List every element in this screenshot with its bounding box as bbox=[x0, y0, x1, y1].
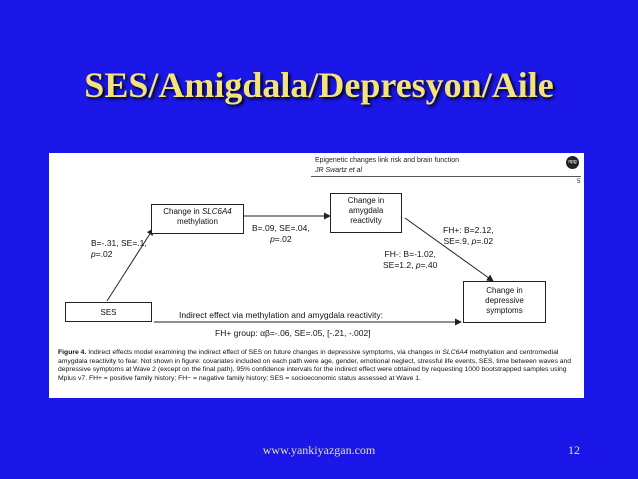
ses-meth-pval: =.02 bbox=[95, 249, 113, 259]
meth-amyg-pval: =.02 bbox=[274, 234, 292, 244]
label-ses-methylation: B=-.31, SE=.1, p=.02 bbox=[91, 238, 147, 260]
fhplus-pval: =.02 bbox=[476, 236, 494, 246]
figure-caption: Figure 4. Indirect effects model examini… bbox=[58, 349, 576, 383]
label-fh-negative: FH-: B=-1.02, SE=1.2, p=.40 bbox=[383, 249, 437, 271]
fhminus-coef: FH-: B=-1.02, bbox=[384, 249, 436, 259]
path-arrows bbox=[106, 212, 494, 326]
ses-meth-coef: B=-.31, SE=.1, bbox=[91, 238, 147, 248]
depressive-label-3: symptoms bbox=[486, 306, 523, 315]
amygdala-label-2: amygdala bbox=[348, 206, 384, 215]
journal-page-mark: 5 bbox=[577, 179, 581, 185]
caption-label: Figure 4. bbox=[58, 349, 87, 356]
amygdala-label-1: Change in bbox=[347, 196, 385, 205]
footer-website: www.yankiyazgan.com bbox=[262, 443, 376, 457]
meth-amyg-coef: B=.09, SE=.04, bbox=[252, 223, 310, 233]
methylation-label-1: Change in bbox=[163, 207, 202, 216]
arrow-amygdala-to-depressive bbox=[404, 217, 494, 282]
box-methylation: Change in SLC6A4 methylation bbox=[151, 204, 244, 234]
ses-meth-p: p bbox=[91, 249, 96, 259]
amygdala-label-3: reactivity bbox=[350, 216, 382, 225]
caption-text-2: methylation and centromedial amygdala re… bbox=[58, 349, 572, 382]
depressive-label-1: Change in bbox=[486, 286, 523, 295]
slide-title: SES/Amigdala/Depresyon/Aile bbox=[84, 65, 554, 105]
slide-number: 12 bbox=[568, 443, 580, 457]
box-amygdala: Change in amygdala reactivity bbox=[330, 193, 402, 233]
fhminus-se: SE=1.2, bbox=[383, 260, 416, 270]
label-methylation-amygdala: B=.09, SE=.04, p=.02 bbox=[252, 223, 310, 245]
caption-text-1: Indirect effects model examining the ind… bbox=[88, 349, 443, 356]
fhplus-se: SE=.9, bbox=[443, 236, 472, 246]
box-ses: SES bbox=[65, 302, 152, 322]
depressive-label-2: depressive bbox=[485, 296, 524, 305]
meth-amyg-p: p bbox=[270, 234, 275, 244]
fhplus-p: p bbox=[471, 236, 477, 246]
indirect-effect-title: Indirect effect via methylation and amyg… bbox=[179, 310, 383, 320]
fhminus-pval: =.40 bbox=[420, 260, 438, 270]
figure-panel: Epigenetic changes link risk and brain f… bbox=[49, 153, 584, 398]
header-divider bbox=[311, 176, 581, 177]
label-fh-positive: FH+: B=2.12, SE=.9, p=.02 bbox=[443, 225, 494, 247]
journal-header: Epigenetic changes link risk and brain f… bbox=[315, 157, 459, 164]
methylation-label-2: methylation bbox=[177, 217, 218, 226]
arrow-ses-to-methylation bbox=[106, 228, 154, 302]
fhminus-p: p bbox=[415, 260, 421, 270]
journal-authors: JR Swartz et al bbox=[315, 167, 363, 174]
ses-label: SES bbox=[100, 308, 117, 317]
fhplus-coef: FH+: B=2.12, bbox=[443, 225, 494, 235]
indirect-effect-value: FH+ group: αβ=-.06, SE=.05, [-.21, -.002… bbox=[215, 328, 371, 338]
npg-logo: npg bbox=[566, 156, 579, 169]
methylation-gene: SLC6A4 bbox=[201, 207, 232, 216]
caption-gene: SLC6A4 bbox=[442, 349, 468, 356]
box-depressive: Change in depressive symptoms bbox=[463, 281, 546, 323]
